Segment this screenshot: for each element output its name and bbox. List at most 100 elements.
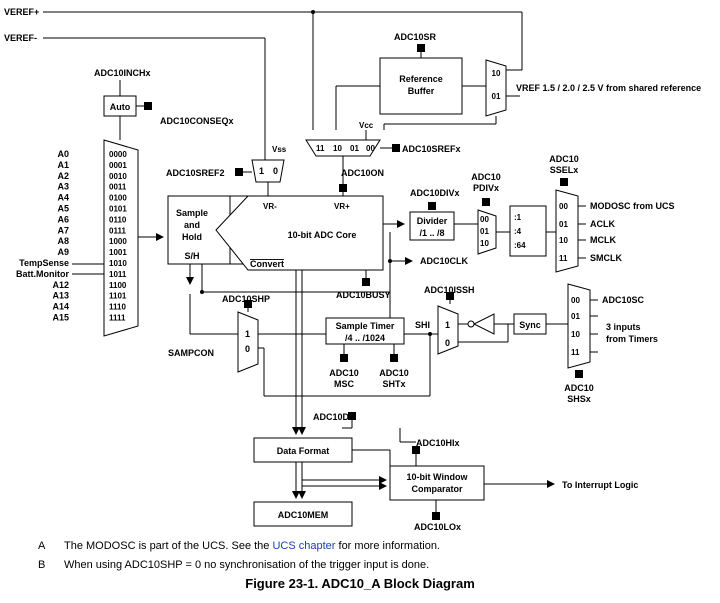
adc10divx-register (428, 202, 436, 210)
divider-line2: /1 .. /8 (419, 228, 444, 238)
window-comparator-block (389, 465, 485, 501)
shp-mux (237, 311, 259, 373)
input-channel-mux (103, 139, 139, 337)
divider-block (409, 211, 455, 241)
auto-label: Auto (110, 102, 131, 112)
adc10busy-register (362, 278, 370, 286)
adc10msc-line2: MSC (334, 379, 355, 389)
block-diagram: VEREF+ VEREF- ADC10SR Reference Buffer 1… (4, 7, 701, 532)
input-code: 1000 (109, 237, 127, 246)
sref-code-01: 01 (350, 144, 359, 153)
clk-source-aclk: ACLK (590, 219, 615, 229)
issh-mux-zero: 0 (445, 338, 450, 348)
veref-minus-label: VEREF- (4, 33, 37, 43)
ref-mux-01: 01 (492, 92, 501, 101)
adc10sc-label: ADC10SC (602, 295, 645, 305)
input-name: A8 (57, 236, 69, 246)
vcc-label: Vcc (359, 121, 374, 130)
reference-buffer-line1: Reference (399, 74, 443, 84)
adc10issh-register (446, 292, 454, 300)
adc10sselx-register (560, 178, 568, 186)
junction-dot (311, 10, 315, 14)
sample-hold-line3: Hold (182, 232, 202, 242)
auto-block (103, 95, 137, 117)
adc10conseqx-register (144, 102, 152, 110)
adc10shp-register (244, 300, 252, 308)
inverter (472, 313, 495, 335)
sample-hold-line2: and (184, 220, 200, 230)
input-name: Batt.Monitor (16, 269, 69, 279)
input-name: A4 (57, 193, 69, 203)
adc10shsx-register (575, 370, 583, 378)
interrupt-label: To Interrupt Logic (562, 480, 638, 490)
vss-mux (251, 159, 285, 183)
sync-label: Sync (519, 320, 541, 330)
adc10shsx-line2: SHSx (567, 394, 591, 404)
data-format-block (253, 437, 353, 463)
pdiv-code-00: 00 (480, 215, 489, 224)
input-name: A0 (57, 149, 69, 159)
input-name: A14 (52, 302, 69, 312)
adc10mem-block (253, 501, 353, 527)
data-format-label: Data Format (277, 446, 330, 456)
note-b-text: When using ADC10SHP = 0 no synchronisati… (64, 559, 430, 571)
s-h-label: S/H (184, 251, 199, 261)
vr-plus-label: VR+ (334, 202, 350, 211)
input-code: 0000 (109, 150, 127, 159)
input-name: A12 (52, 280, 69, 290)
input-name: A5 (57, 204, 69, 214)
input-code: 0110 (109, 215, 127, 224)
adc-core-label: 10-bit ADC Core (288, 230, 357, 240)
ref-mux-10: 10 (492, 69, 501, 78)
adc10sr-label: ADC10SR (394, 32, 437, 42)
input-name: A2 (57, 171, 69, 181)
adc10lox-label: ADC10LOx (414, 522, 461, 532)
junction-dot (428, 332, 432, 336)
adc10hix-label: ADC10HIx (416, 438, 460, 448)
note-b-key: B (38, 559, 46, 571)
input-code: 0101 (109, 205, 127, 214)
pdiv-ratio-64: :64 (514, 241, 526, 250)
shs-code-10: 10 (571, 330, 580, 339)
reference-buffer-line2: Buffer (408, 86, 435, 96)
clk-select-mux (555, 189, 579, 273)
input-name: A13 (52, 291, 69, 301)
figure-caption: Figure 23-1. ADC10_A Block Diagram (245, 576, 475, 591)
shp-mux-zero: 0 (245, 344, 250, 354)
input-name: A9 (57, 247, 69, 257)
sref-mux (305, 139, 381, 157)
window-comp-line2: Comparator (411, 484, 463, 494)
adc10shsx-line1: ADC10 (564, 383, 594, 393)
adc10lox-register (432, 512, 440, 520)
pdiv-ratio-1: :1 (514, 213, 522, 222)
adc10divx-label: ADC10DIVx (410, 188, 460, 198)
clk-source-mclk: MCLK (590, 235, 616, 245)
adc10pdivx-line1: ADC10 (471, 172, 501, 182)
shi-label: SHI (415, 320, 430, 330)
adc10shtx-line1: ADC10 (379, 368, 409, 378)
adc10on-label: ADC10ON (341, 168, 384, 178)
shp-mux-one: 1 (245, 329, 250, 339)
adc-core-block (215, 195, 384, 271)
adc10sref2-label: ADC10SREF2 (166, 168, 225, 178)
adc10srefx-register (392, 144, 400, 152)
ucs-chapter-link[interactable]: UCS chapter (272, 540, 336, 552)
shs-code-11: 11 (571, 348, 580, 357)
junction-dot (388, 259, 392, 263)
sample-timer-line2: /4 .. /1024 (345, 333, 385, 343)
adc10on-register (339, 184, 347, 192)
input-code: 0001 (109, 161, 127, 170)
adc10sselx-line1: ADC10 (549, 154, 579, 164)
adc10pdivx-line2: PDIVx (473, 183, 499, 193)
adc10df-label: ADC10DF (313, 412, 355, 422)
clk-code-10: 10 (559, 236, 568, 245)
adc10mem-label: ADC10MEM (278, 510, 329, 520)
input-name: TempSense (19, 258, 69, 268)
vref-shared-label: VREF 1.5 / 2.0 / 2.5 V from shared refer… (516, 83, 701, 93)
pdiv-ratio-4: :4 (514, 227, 522, 236)
three-inputs-line1: 3 inputs (606, 322, 641, 332)
input-code: 0010 (109, 172, 127, 181)
input-code: 0111 (109, 226, 126, 235)
input-code: 1011 (109, 270, 127, 279)
input-code: 1100 (109, 281, 127, 290)
